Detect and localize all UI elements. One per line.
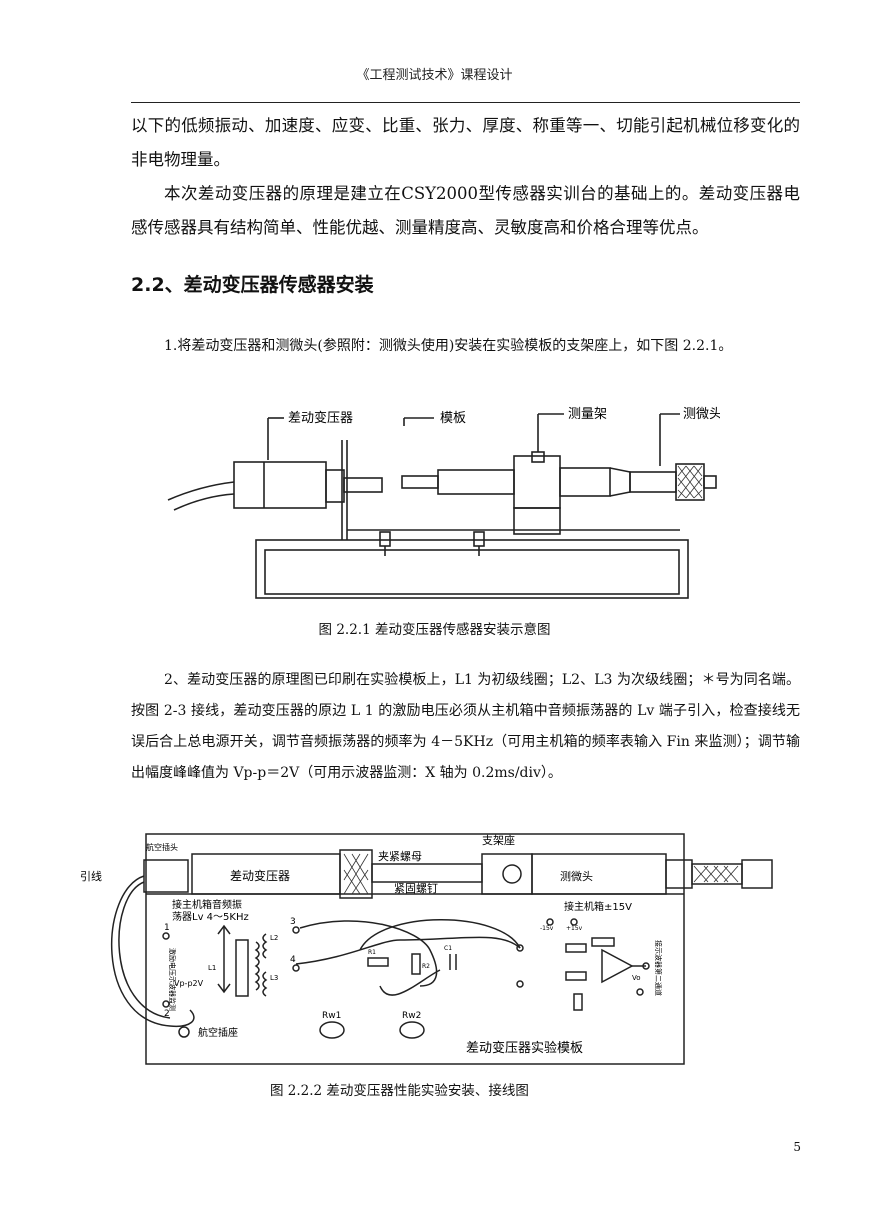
fig1-label-micrometer: 测微头 (683, 407, 720, 422)
fig2-label-rw1: Rw1 (322, 1011, 341, 1021)
fig2-label-n4: 4 (290, 955, 296, 965)
fig2-label-l3: L3 (270, 974, 278, 982)
fig2-label-scope-ch2: 接示波器第二通道 (654, 940, 663, 996)
fig2-label-r1: R1 (368, 949, 376, 956)
fig1-label-transformer: 差动变压器 (288, 410, 353, 426)
fig2-label-osc-1: 接主机箱音频振 (172, 898, 242, 911)
fig2-label-r2: R2 (422, 963, 430, 970)
fig2-label-n3: 3 (290, 917, 296, 927)
fig2-label-aviation-socket: 航空插座 (198, 1026, 238, 1039)
paragraph-continuation: 以下的低频振动、加速度、应变、比重、张力、厚度、称重等一、切能引起机械位移变化的… (131, 116, 800, 169)
fig2-label-vpp: Vp-p2V (174, 979, 204, 988)
fig2-label-power: 接主机箱±15V (564, 900, 632, 913)
step-1-text: 1.将差动变压器和测微头(参照附：测微头使用)安装在实验模板的支架座上，如下图 … (164, 338, 733, 354)
header-rule (131, 102, 800, 103)
fig2-label-micrometer: 测微头 (560, 869, 593, 883)
fig2-label-l2: L2 (270, 934, 278, 942)
fig2-label-lead: 引线 (80, 869, 102, 883)
figure-wiring-diagram: 引线 航空插头 差动变压器 夹紧螺母 支架座 紧固螺钉 测微头 接主机箱音频振 … (80, 833, 773, 1065)
fig2-label-fix-screw: 紧固螺钉 (394, 882, 438, 895)
fig2-label-vo: Vo (632, 974, 641, 982)
step-2-text: 2、差动变压器的原理图已印刷在实验模板上，L1 为初级线圈；L2、L3 为次级线… (131, 672, 800, 781)
fig2-label-rw2: Rw2 (402, 1011, 421, 1021)
fig2-label-v-side: 激励电压示波器监测 (168, 948, 177, 1011)
fig2-label-c1: C1 (444, 945, 452, 952)
fig2-label-clamp-nut: 夹紧螺母 (378, 850, 422, 863)
fig1-label-template: 模板 (440, 411, 466, 426)
figure-install-diagram: 差动变压器 模板 测量架 测微头 (167, 407, 720, 599)
fig2-label-osc-2: 荡器Lv 4～5KHz (172, 911, 249, 923)
page-header: 《工程测试技术》课程设计 (356, 68, 513, 83)
fig2-label-support: 支架座 (482, 833, 515, 847)
figure-1-caption: 图 2.2.1 差动变压器传感器安装示意图 (318, 622, 551, 638)
figure-2-caption: 图 2.2.2 差动变压器性能实验安装、接线图 (270, 1083, 529, 1099)
page-number: 5 (793, 1140, 801, 1154)
paragraph-principle: 本次差动变压器的原理是建立在CSY2000型传感器实训台的基础上的。差动变压器电… (131, 184, 800, 237)
fig2-label-n1: 1 (164, 923, 170, 933)
section-heading: 2.2、差动变压器传感器安装 (131, 274, 374, 296)
fig2-label-transformer: 差动变压器 (230, 868, 290, 883)
fig2-label-board-title: 差动变压器实验模板 (466, 1040, 583, 1056)
fig1-label-bracket: 测量架 (568, 407, 607, 422)
fig2-label-aviation-plug: 航空插头 (146, 842, 178, 852)
fig2-label-m15: -15v (540, 925, 554, 932)
fig2-label-p15: +15v (566, 925, 583, 932)
fig2-label-n2: 2 (164, 1009, 170, 1019)
fig2-label-l1: L1 (208, 964, 216, 972)
